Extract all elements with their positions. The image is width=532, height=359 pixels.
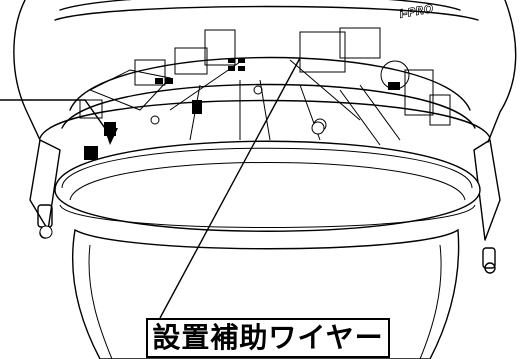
dome-ring bbox=[54, 140, 481, 232]
dome-ring-inner bbox=[59, 147, 476, 228]
arrow-head-icon bbox=[104, 128, 118, 145]
brand-logo: i-PRO bbox=[398, 2, 434, 21]
outer-shell bbox=[13, 0, 41, 141]
shell-rim bbox=[59, 0, 461, 11]
inner-cavity bbox=[69, 56, 471, 111]
screw-icon bbox=[39, 121, 325, 239]
leader-lines bbox=[0, 57, 301, 319]
callout-label: 設置補助ワイヤー bbox=[152, 321, 384, 354]
callout-label-box: 設置補助ワイヤー bbox=[146, 318, 390, 358]
dome-cover-lines bbox=[88, 244, 442, 359]
